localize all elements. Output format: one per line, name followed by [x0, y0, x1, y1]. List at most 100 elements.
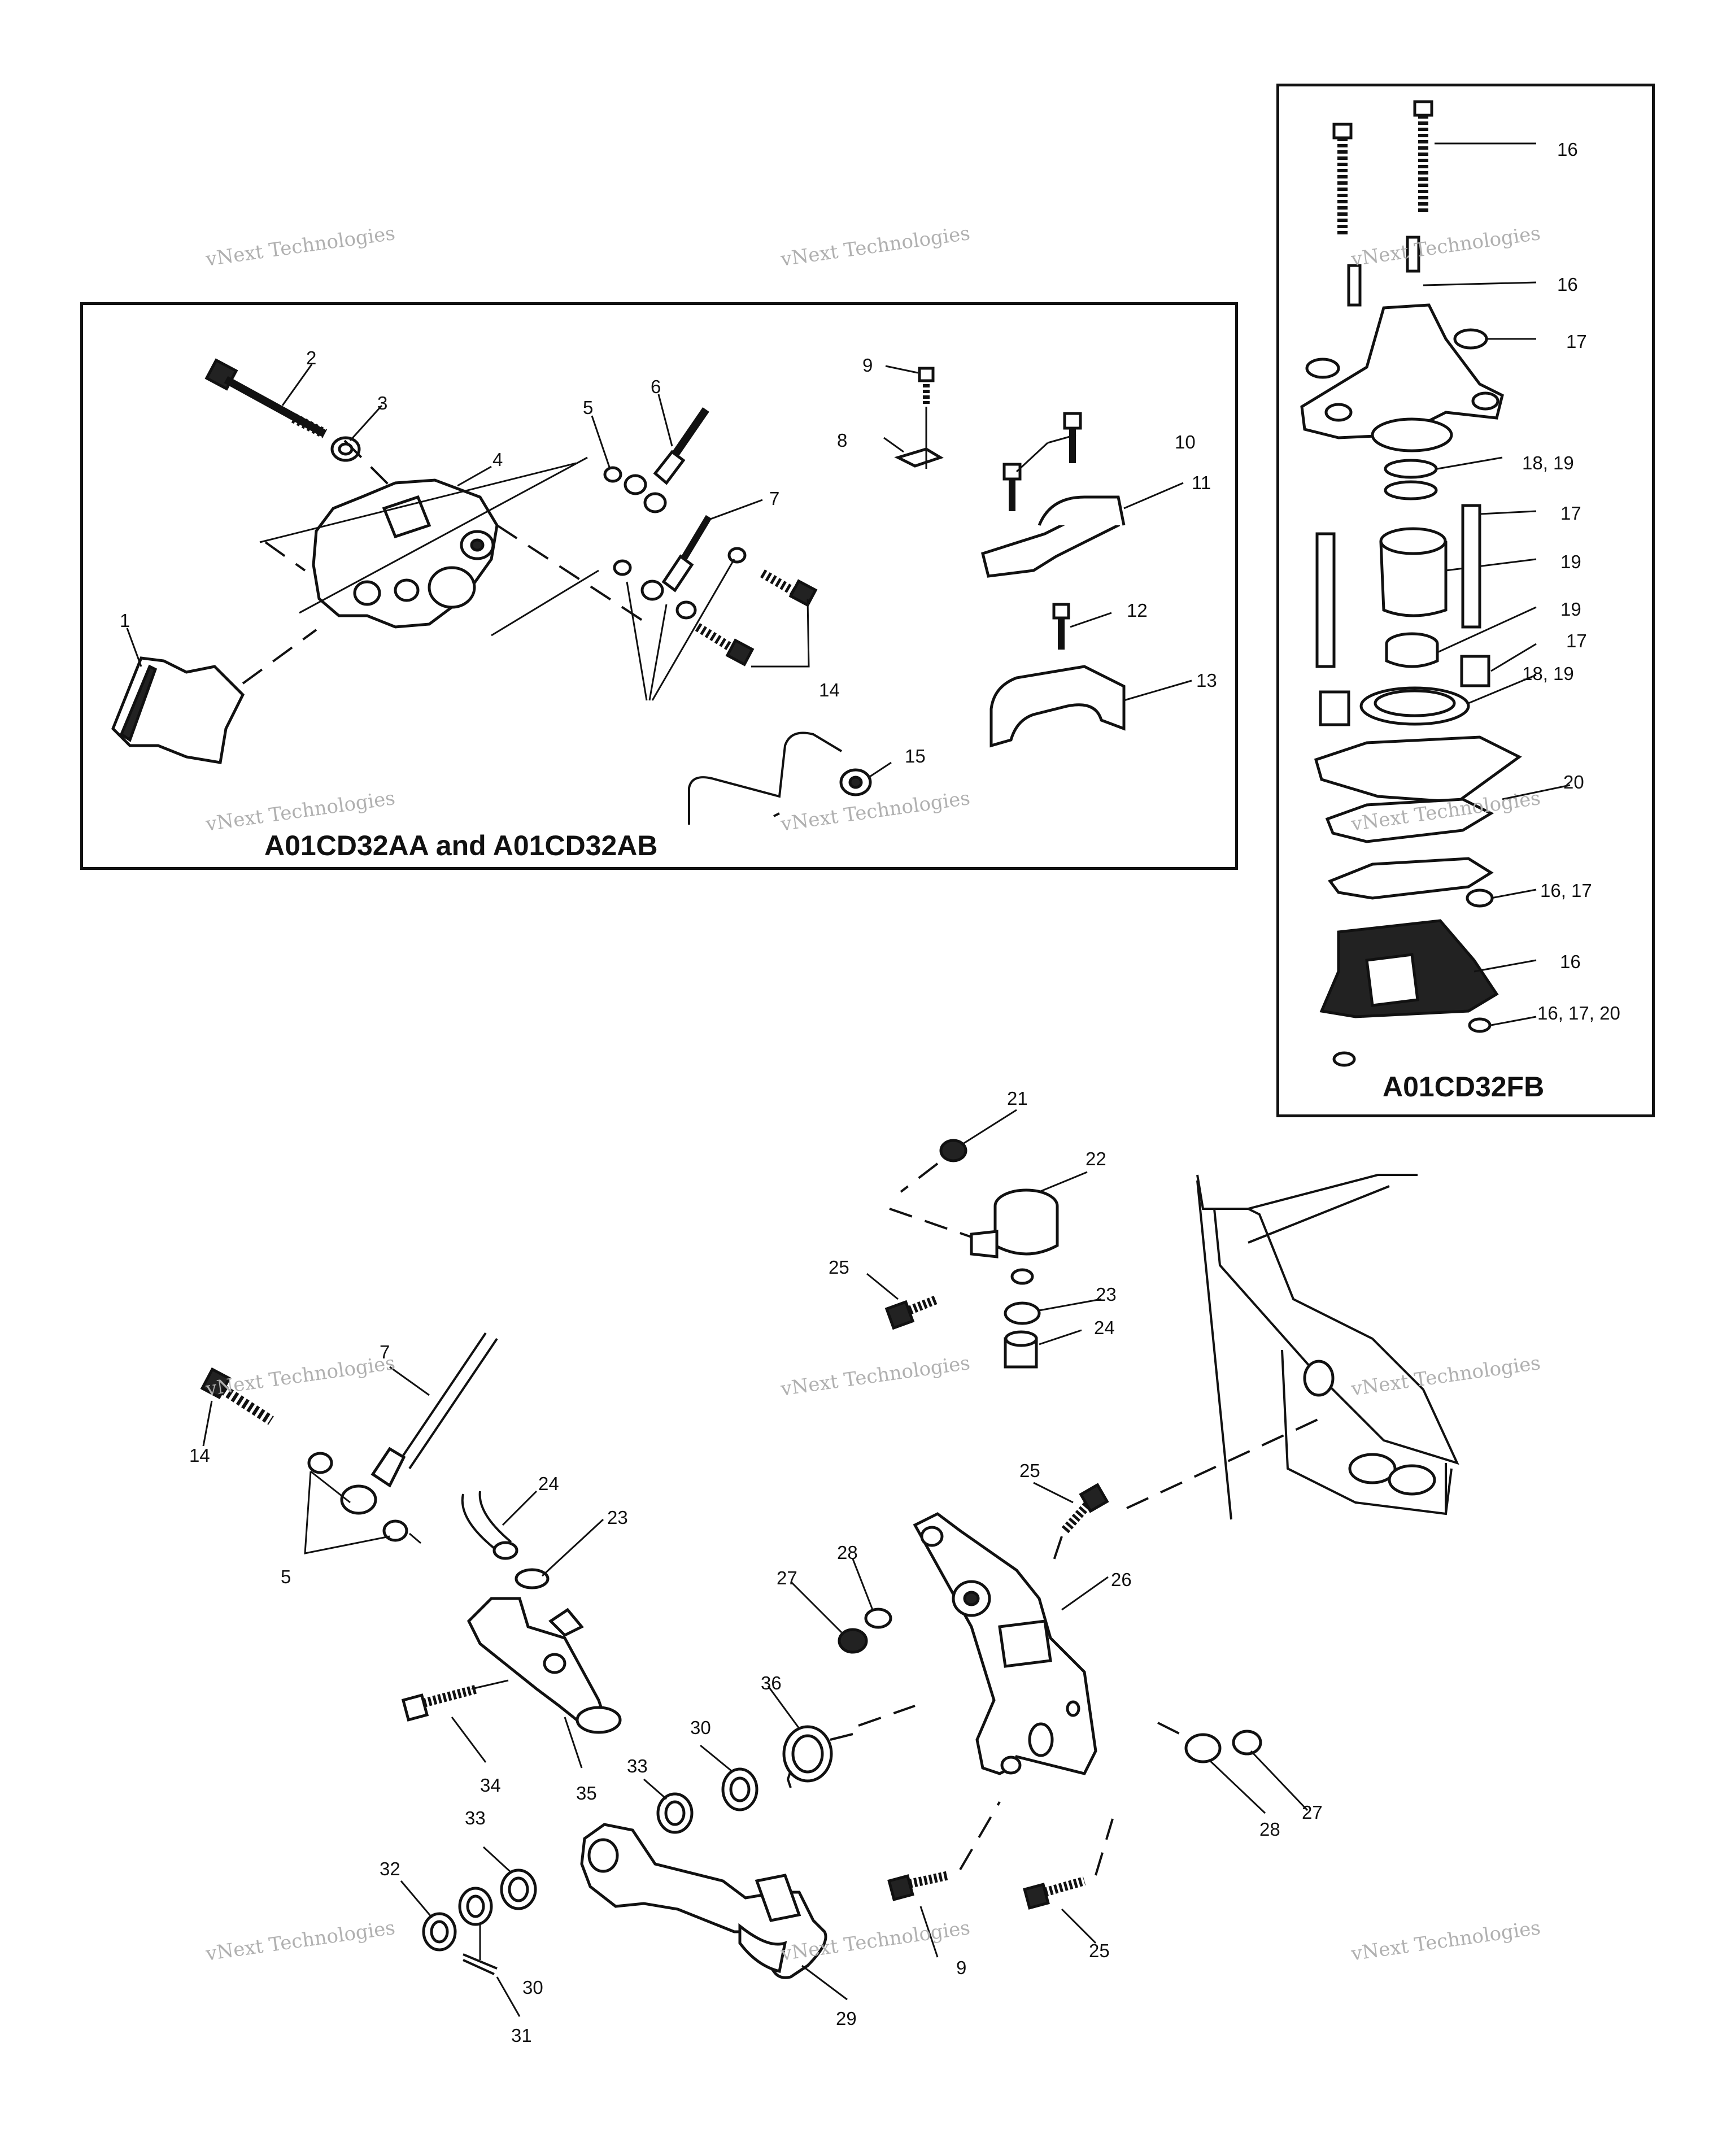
part-1-brake-pad	[111, 656, 245, 764]
leader-2	[281, 364, 313, 406]
callout-31: 31	[511, 2025, 532, 2046]
callout-r16-17-20: 16, 17, 20	[1537, 1003, 1620, 1023]
leader-32	[400, 1880, 433, 1918]
callout-25a: 25	[829, 1257, 849, 1278]
right-box-parts	[1300, 100, 1571, 1067]
callout-25b: 25	[1019, 1460, 1040, 1481]
callout-r19a: 19	[1560, 551, 1581, 572]
dash-1	[242, 629, 317, 685]
leader-3	[349, 404, 383, 442]
callout-24a: 24	[1094, 1317, 1115, 1338]
part-25-bolts	[887, 1483, 1114, 1910]
callout-8: 8	[837, 430, 848, 451]
leader-6	[657, 394, 673, 447]
leader-9b	[919, 1906, 939, 1958]
leader-36	[767, 1685, 800, 1729]
callout-9: 9	[862, 355, 873, 376]
leader-11	[1123, 482, 1184, 509]
callout-r17c: 17	[1566, 630, 1587, 651]
part-12-13-clamp	[989, 603, 1126, 748]
callout-24b: 24	[538, 1473, 559, 1494]
callout-14: 14	[819, 680, 840, 700]
leader-27b	[1250, 1750, 1309, 1811]
part-21-25-reservoir	[884, 1139, 1059, 1369]
dash-frame	[1126, 1417, 1322, 1509]
callout-r17b: 17	[1560, 503, 1581, 524]
part-29-pedal	[580, 1823, 827, 1979]
leader-24b	[502, 1490, 538, 1526]
part-30-33-bushings	[422, 1767, 758, 1952]
part-15-frame-nut	[688, 731, 872, 825]
leader-15	[869, 761, 892, 778]
leader-27a	[790, 1580, 843, 1634]
leader-7b	[389, 1366, 430, 1396]
leader-5b-bottom	[304, 1470, 390, 1554]
part-26-plate	[913, 1512, 1097, 1775]
callout-27a: 27	[777, 1567, 797, 1588]
callout-12: 12	[1127, 600, 1148, 621]
callout-5b: 5	[281, 1566, 291, 1587]
leader-5b	[626, 559, 735, 701]
part-31-cotter-pin	[463, 1953, 498, 1975]
callout-r20: 20	[1563, 772, 1584, 792]
callout-r19b: 19	[1560, 599, 1581, 620]
leader-28a	[852, 1558, 874, 1610]
dashes-4	[264, 439, 645, 622]
callout-6: 6	[651, 376, 661, 397]
leader-26	[1061, 1576, 1109, 1611]
callout-9b: 9	[956, 1957, 967, 1978]
leader-28b	[1207, 1758, 1266, 1814]
left-box-caption: A01CD32AA and A01CD32AB	[264, 830, 658, 861]
leader-12	[1070, 612, 1112, 628]
callout-22: 22	[1086, 1148, 1106, 1169]
leader-10	[1015, 434, 1076, 473]
leader-5	[591, 415, 611, 469]
leader-13	[1123, 680, 1192, 702]
callout-r16c: 16	[1560, 951, 1581, 972]
callout-23b: 23	[607, 1507, 628, 1528]
part-10-11-bracket	[981, 412, 1126, 578]
part-7-14-5-left	[200, 1332, 498, 1544]
leader-30a	[700, 1744, 732, 1772]
callout-3: 3	[377, 393, 388, 413]
callout-4: 4	[492, 449, 503, 470]
callout-2: 2	[306, 347, 317, 368]
leader-34	[451, 1717, 487, 1763]
callout-r16-17: 16, 17	[1540, 880, 1592, 901]
callout-r18-19a: 18, 19	[1522, 452, 1574, 473]
leader-14b	[202, 1400, 213, 1447]
callout-34: 34	[480, 1775, 501, 1796]
callout-1: 1	[120, 610, 130, 631]
callout-11: 11	[1192, 472, 1211, 493]
callout-r16b: 16	[1557, 274, 1578, 295]
leader-24a	[1039, 1329, 1082, 1345]
leader-35	[564, 1717, 583, 1769]
leader-23a	[1039, 1298, 1102, 1312]
part-8-9-clip	[894, 367, 944, 469]
right-box-caption: A01CD32FB	[1383, 1071, 1545, 1103]
callout-32: 32	[380, 1858, 400, 1879]
callout-30b: 30	[522, 1977, 543, 1998]
leader-33b	[482, 1846, 512, 1874]
callout-r16a: 16	[1557, 139, 1578, 160]
callout-5: 5	[583, 397, 594, 418]
leader-9	[885, 365, 918, 374]
callout-25c: 25	[1089, 1940, 1110, 1961]
callout-30a: 30	[690, 1717, 711, 1738]
leader-21	[962, 1109, 1017, 1145]
part-36-spring	[782, 1705, 916, 1788]
frame-assembly	[1196, 1174, 1459, 1520]
callout-35: 35	[576, 1783, 597, 1804]
leader-31	[496, 1976, 521, 2017]
part-5-6-fitting	[603, 407, 709, 513]
callout-23a: 23	[1096, 1284, 1117, 1305]
callout-26: 26	[1111, 1569, 1132, 1590]
leader-4	[457, 465, 492, 487]
leader-22	[1039, 1171, 1088, 1193]
variant-box-a01cd32aa	[80, 302, 1238, 870]
callout-7: 7	[769, 488, 780, 509]
leader-25b	[1033, 1482, 1074, 1504]
part-24-23-hose	[461, 1491, 550, 1589]
leader-7	[708, 499, 763, 521]
